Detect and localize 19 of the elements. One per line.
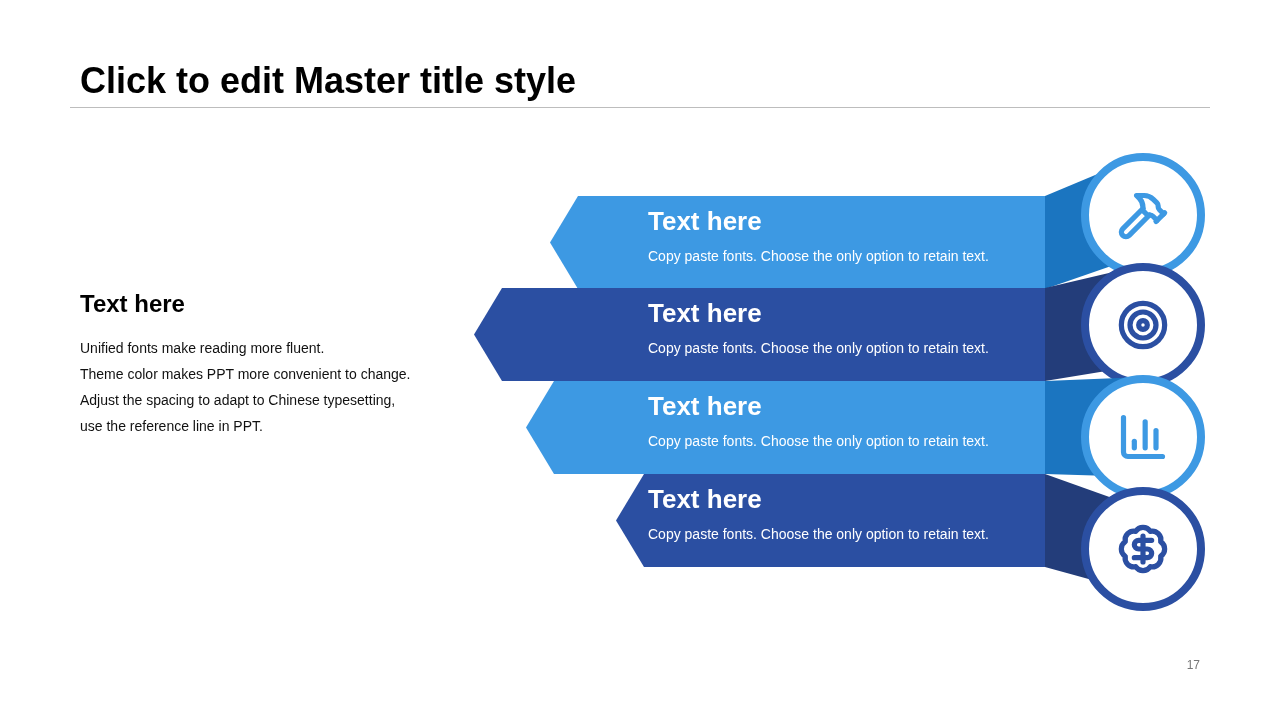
banner-text: Copy paste fonts. Choose the only option to retain text.: [648, 433, 989, 449]
body-text: use the reference line in PPT.: [80, 418, 263, 434]
arrow-banner: [550, 196, 1045, 289]
slide-title: Click to edit Master title style: [80, 60, 577, 102]
page-number: 17: [1186, 658, 1200, 672]
banner-text: Copy paste fonts. Choose the only option to retain text.: [648, 248, 989, 264]
arrow-banner: [474, 288, 1045, 381]
banner-text: Copy paste fonts. Choose the only option to retain text.: [648, 526, 989, 542]
arrow-banner: [526, 381, 1045, 474]
body-text: Adjust the spacing to adapt to Chinese typesetting,: [80, 392, 396, 408]
banner-title: Text here: [648, 484, 762, 515]
banner-title: Text here: [648, 298, 762, 329]
banner-title: Text here: [648, 206, 762, 237]
banner-title: Text here: [648, 391, 762, 422]
banner-text: Copy paste fonts. Choose the only option to retain text.: [648, 340, 989, 356]
body-text: Theme color makes PPT more convenient to change.: [80, 366, 411, 382]
body-text: Unified fonts make reading more fluent.: [80, 340, 325, 356]
heading: Text here: [80, 290, 185, 318]
arrow-banner: [616, 474, 1045, 567]
